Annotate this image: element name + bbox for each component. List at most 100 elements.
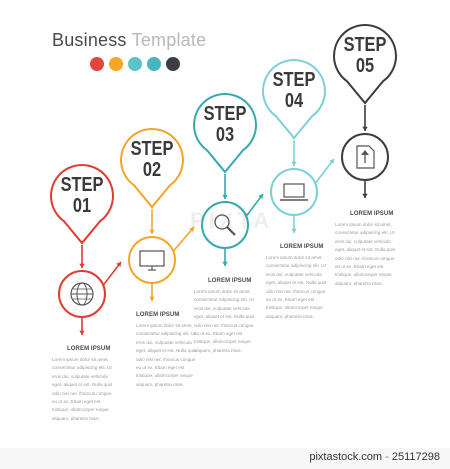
description-line: aliquam, pharetra risus. [335, 280, 384, 286]
flow-arrow-head [258, 194, 263, 199]
description-line: tristique, ullamcorper neque [335, 272, 392, 278]
document-upload-icon [356, 145, 375, 169]
step-word: STEP [272, 69, 316, 91]
description-line: odio nisi nec rhoncus congue [194, 322, 254, 328]
flow-arrow [245, 193, 264, 218]
step-word: STEP [60, 174, 104, 196]
magnifier-icon [214, 214, 230, 230]
description-line: eget, aliquet et est. Nulla quis [52, 382, 113, 388]
flow-arrow-head [329, 159, 334, 164]
down-arrow-head [79, 330, 85, 335]
icon-circle [128, 236, 176, 284]
description-line: eros dui, vulputate vehicula [136, 339, 192, 345]
description-line: eget, aliquet et est. Nulla quis [136, 348, 197, 354]
icon-circle [270, 168, 318, 216]
palette-dot [128, 57, 142, 71]
down-arrow-head [291, 228, 297, 233]
step-description: Lorem ipsum dolor sit amet,consectetur a… [52, 356, 114, 423]
down-arrow-head [222, 261, 228, 266]
description-line: eu ut ex. Etiam eget est [136, 365, 185, 371]
step-pin [193, 93, 257, 174]
description-line: odio nisi nec rhoncus congue [335, 255, 395, 261]
description-line: consectetur adipiscing elit. Ut [52, 365, 112, 371]
description-line: eros dui, vulputate vehicula [52, 373, 108, 379]
step-number: 04 [284, 90, 304, 112]
flow-arrow [102, 261, 122, 287]
description-line: tristique, ullamcorper neque [52, 407, 109, 413]
description-line: eget, aliquet et est. Nulla quis [194, 314, 255, 320]
description-line: odio nisi nec rhoncus congue [52, 390, 112, 396]
palette-dot [166, 57, 180, 71]
step-heading: LOREM IPSUM [350, 211, 394, 217]
description-line: eros dui, vulputate vehicula [266, 271, 322, 277]
step-description: Lorem ipsum dolor sit amet,consectetur a… [335, 221, 397, 288]
down-arrow-head [149, 296, 155, 301]
step-number: 05 [355, 55, 375, 77]
flow-arrow [172, 226, 195, 253]
description-line: tristique, ullamcorper neque [266, 305, 323, 311]
description-line: aliquam, pharetra risus. [194, 347, 243, 353]
step-pin [333, 24, 397, 105]
footer-sep: - [382, 451, 392, 463]
connector-arrow-head [362, 126, 368, 131]
step-number: 01 [72, 195, 92, 217]
step-pin [120, 128, 184, 209]
step-number: 02 [142, 159, 162, 181]
description-line: aliquam, pharetra risus. [266, 313, 315, 319]
connector-arrow-head [291, 161, 297, 166]
flow-arrow [314, 158, 335, 185]
watermark: PIXTA [190, 208, 274, 233]
step-word: STEP [130, 138, 174, 160]
description-line: odio nisi nec rhoncus congue [136, 356, 196, 362]
step-heading: LOREM IPSUM [208, 278, 252, 284]
laptop-icon [283, 183, 305, 198]
palette-dot [90, 57, 104, 71]
footer-id: 25117298 [391, 451, 440, 463]
description-line: Lorem ipsum dolor sit amet, [266, 255, 323, 260]
step-heading: LOREM IPSUM [280, 244, 324, 250]
title-sub: Template [131, 30, 207, 50]
description-line: eu ut ex. Etiam eget est [266, 297, 315, 303]
description-line: tristique, ullamcorper neque [136, 373, 193, 379]
title-main: Business [52, 30, 127, 50]
description-line: eu ut ex. Etiam eget est [194, 331, 243, 337]
step-number: 03 [215, 124, 235, 146]
description-line: consectetur adipiscing elit. Ut [194, 297, 254, 303]
palette-dot [147, 57, 161, 71]
description-line: eu ut ex. Etiam eget est [52, 399, 101, 405]
description-line: tristique, ullamcorper neque [194, 339, 251, 345]
step-word: STEP [203, 103, 247, 125]
description-line: aliquam, pharetra risus. [136, 381, 185, 387]
connector-arrow-head [79, 263, 85, 268]
step-pin [50, 164, 114, 245]
flow-arrow-head [116, 262, 121, 267]
palette-dot [109, 57, 123, 71]
description-line: Lorem ipsum dolor sit amet, [136, 323, 193, 328]
connector-arrow-head [149, 229, 155, 234]
footer-bar: pixtastock.com - 25117298 [0, 448, 450, 469]
step-heading: LOREM IPSUM [67, 346, 111, 352]
footer-credit: pixtastock.com - 25117298 [309, 451, 440, 463]
upload-arrow-head [361, 150, 369, 155]
description-line: eros dui, vulputate vehicula [335, 238, 391, 244]
description-line: aliquam, pharetra risus. [52, 415, 101, 421]
description-line: odio nisi nec rhoncus congue [266, 288, 326, 294]
description-line: eros dui, vulputate vehicula [194, 305, 250, 311]
description-line: consectetur adipiscing elit. Ut [266, 263, 326, 269]
step-description: Lorem ipsum dolor sit amet, consectetur a… [266, 254, 328, 321]
connector-arrow-head [222, 194, 228, 199]
footer-site: pixtastock.com [309, 451, 383, 463]
step-word: STEP [343, 34, 387, 56]
description-line: Lorem ipsum dolor sit amet, [194, 289, 251, 294]
color-palette [90, 57, 180, 71]
step-description: Lorem ipsum dolor sit amet,consectetur a… [136, 322, 198, 389]
magnifier-handle [226, 226, 236, 236]
description-line: consectetur adipiscing elit. Ut [335, 230, 395, 236]
